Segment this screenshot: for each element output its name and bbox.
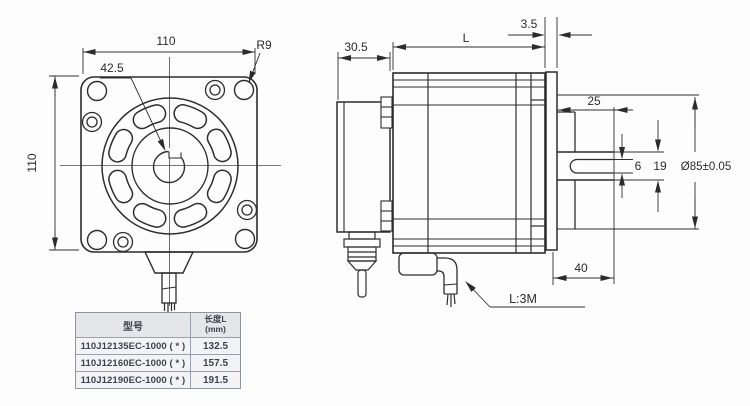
cable-pigtails: [446, 293, 456, 307]
cable-length-label: L:3M: [509, 292, 537, 306]
dim-label-flange-thickness: 3.5: [521, 17, 538, 31]
screw-holes: [81, 79, 258, 253]
body-rib-lines: [393, 79, 545, 247]
flange-outline: [80, 76, 258, 253]
dim-pilot-diameter: Ø85±0.05: [681, 97, 731, 229]
table-row: 110J12190EC-1000 ( * ) 191.5: [76, 371, 240, 388]
cable-entry-box: [398, 252, 438, 276]
dim-front-length: 40: [553, 261, 614, 281]
corner-holes: [86, 79, 256, 251]
cell-model: 110J12135EC-1000 ( * ): [76, 338, 191, 354]
cell-model: 110J12190EC-1000 ( * ): [76, 372, 191, 388]
dim-rear-cover: 30.5: [337, 40, 391, 100]
dim-shaft-diameter: 19: [653, 120, 667, 212]
dim-label-height: 110: [25, 153, 39, 172]
pilot-circle: [101, 97, 239, 235]
dim-label-front-length: 40: [574, 261, 588, 275]
front-flange: [545, 71, 558, 251]
cell-length: 191.5: [202, 374, 229, 386]
dim-keyway-width: 6: [619, 134, 642, 198]
dim-width-110: 110: [82, 34, 256, 74]
side-view: 30.5 L 3.5 25 6: [336, 17, 731, 308]
keyway-notch: [168, 151, 182, 159]
dim-label-pilot-diameter: Ø85±0.05: [681, 161, 731, 173]
keyway-slot: [569, 158, 614, 174]
table-row: 110J12135EC-1000 ( * ) 132.5: [76, 337, 240, 354]
callout-42-5: 42.5: [100, 61, 166, 151]
dim-label-width: 110: [156, 34, 175, 48]
model-length-table: 型号 长度L (mm) 110J12135EC-1000 ( * ) 132.5…: [75, 312, 241, 389]
callout-r9: R9: [248, 38, 272, 83]
shaft: [557, 151, 614, 181]
cable-exit: [398, 252, 458, 307]
lead-connector: [161, 272, 177, 304]
dim-label-corner-radius: R9: [256, 38, 272, 52]
cell-length: 132.5: [202, 340, 229, 352]
dim-label-shaft-length: 25: [587, 94, 601, 108]
dim-label-shaft-callout: 42.5: [100, 61, 124, 75]
table-row: 110J12160EC-1000 ( * ) 157.5: [76, 354, 240, 371]
dim-flange-thickness: 3.5: [508, 17, 592, 68]
motor-body: [392, 72, 546, 254]
boot-joint-line: [161, 286, 177, 290]
keyway-mask: [168, 148, 182, 158]
cable-tube-outer: [437, 257, 458, 294]
rear-connector: [343, 231, 381, 298]
cable-boot-line: [443, 283, 458, 286]
dim-label-keyway-width: 6: [635, 159, 642, 173]
header-length-line2: (mm): [205, 324, 226, 334]
connector-pins: [163, 303, 176, 312]
junction-tabs: [380, 96, 393, 232]
table-header-row: 型号 长度L (mm): [76, 313, 240, 337]
cable-length-callout: L:3M: [465, 281, 585, 308]
cell-model: 110J12160EC-1000 ( * ): [76, 355, 191, 371]
dim-label-shaft-diameter: 19: [653, 159, 667, 173]
dim-body-length: L: [392, 17, 546, 70]
dim-height-110: 110: [25, 75, 79, 251]
body-tie-rod-lines: [427, 73, 545, 253]
header-model: 型号: [76, 313, 191, 337]
front-view: 110 110 42.5 R9: [25, 34, 281, 312]
dim-shaft-length: 25: [557, 94, 633, 113]
cable-gland: [143, 251, 195, 274]
dim-label-rear-cover: 30.5: [344, 40, 368, 54]
cell-length: 157.5: [202, 357, 229, 369]
cable-tube-inner: [437, 270, 445, 294]
bearing-boss-circle: [131, 127, 209, 205]
header-length: 长度L (mm): [191, 313, 240, 337]
dim-label-body-length: L: [463, 31, 470, 45]
header-length-line1: 长度L: [204, 314, 227, 325]
